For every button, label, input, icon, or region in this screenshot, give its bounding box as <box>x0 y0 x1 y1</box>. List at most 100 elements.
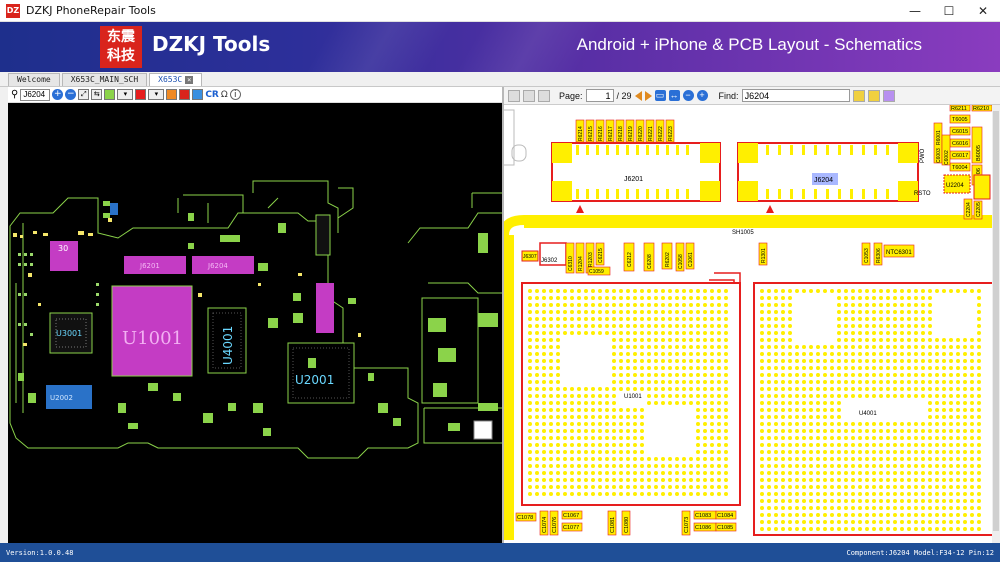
bga-ball <box>907 527 911 531</box>
bga-ball <box>689 457 693 461</box>
bga-ball <box>935 415 939 419</box>
cr-button[interactable]: CR <box>205 89 219 100</box>
scrollbar-thumb[interactable] <box>993 111 999 531</box>
bga-ball <box>809 415 813 419</box>
page-input[interactable] <box>585 89 614 102</box>
bga-ball <box>584 464 588 468</box>
bga-ball <box>633 296 637 300</box>
bga-ball <box>900 338 904 342</box>
bga-ball <box>956 373 960 377</box>
tab-schematic[interactable]: X653C_MAIN_SCH <box>61 73 148 86</box>
bga-ball <box>563 415 567 419</box>
layer-color-icon[interactable] <box>104 89 116 100</box>
net-icon[interactable] <box>166 89 178 100</box>
find-prev-icon[interactable] <box>852 89 865 102</box>
fit-view-icon[interactable]: ⤢ <box>78 89 90 100</box>
bga-ball <box>760 450 764 454</box>
bga-ball <box>809 478 813 482</box>
bga-ball <box>781 296 785 300</box>
minimize-button[interactable]: — <box>909 3 921 18</box>
fit-width-icon[interactable]: ↔ <box>668 90 680 101</box>
bga-ball <box>767 471 771 475</box>
bga-ball <box>907 436 911 440</box>
ohm-button[interactable]: Ω <box>220 89 228 100</box>
bga-ball <box>879 464 883 468</box>
bga-ball <box>830 345 834 349</box>
close-button[interactable]: ✕ <box>977 3 989 18</box>
sch-comp: R6001 <box>936 130 942 145</box>
info-icon[interactable]: i <box>229 89 241 100</box>
bga-ball <box>900 436 904 440</box>
bga-ball <box>605 415 609 419</box>
next-page-icon[interactable] <box>644 90 652 101</box>
highlight-icon[interactable] <box>882 89 895 102</box>
bga-ball <box>760 289 764 293</box>
bga-ball <box>682 380 686 384</box>
zoom-fit-icon[interactable] <box>523 89 535 102</box>
bga-ball <box>767 296 771 300</box>
bga-ball <box>879 506 883 510</box>
tab-pcb[interactable]: X653C× <box>149 73 203 86</box>
bga-ball <box>767 436 771 440</box>
color-dropdown-icon[interactable]: ▾ <box>117 89 134 100</box>
bga-ball <box>816 436 820 440</box>
flip-board-icon[interactable]: ⇆ <box>91 89 103 100</box>
bga-ball <box>570 478 574 482</box>
sch-label-u4001: U4001 <box>859 411 877 417</box>
bga-ball <box>949 380 953 384</box>
bga-ball <box>598 394 602 398</box>
prev-page-icon[interactable] <box>634 90 642 101</box>
bga-ball <box>570 394 574 398</box>
bga-ball <box>767 310 771 314</box>
bga-ball <box>584 387 588 391</box>
bga-ball <box>570 429 574 433</box>
maximize-button[interactable]: ☐ <box>943 3 955 18</box>
bga-ball <box>949 352 953 356</box>
bga-ball <box>535 492 539 496</box>
sch-zoom-out-icon[interactable]: − <box>682 90 694 101</box>
close-tab-icon[interactable]: × <box>185 76 194 84</box>
pcb-search-input[interactable]: J6204 <box>20 88 51 101</box>
bga-ball <box>598 492 602 496</box>
tab-welcome[interactable]: Welcome <box>8 73 60 86</box>
bga-ball <box>802 289 806 293</box>
bga-ball <box>921 422 925 426</box>
panel-splitter[interactable] <box>502 87 504 543</box>
bga-ball <box>598 436 602 440</box>
bga-ball <box>893 303 897 307</box>
bga-ball <box>584 415 588 419</box>
bga-ball <box>837 443 841 447</box>
fit-page-icon[interactable]: ▭ <box>654 90 666 101</box>
bga-ball <box>661 310 665 314</box>
rotate-icon[interactable] <box>538 89 550 102</box>
bga-ball <box>535 408 539 412</box>
pcb-viewer[interactable]: 30 U3001 U2002 U1001 U4001 U2001 J6201 J… <box>8 103 502 543</box>
sch-zoom-in-icon[interactable]: + <box>696 90 708 101</box>
bga-ball <box>774 394 778 398</box>
bga-ball <box>879 457 883 461</box>
bga-ball <box>640 303 644 307</box>
bga-ball <box>942 401 946 405</box>
bga-ball <box>956 464 960 468</box>
zoom-in-icon[interactable]: + <box>52 89 64 100</box>
bga-ball <box>605 436 609 440</box>
bga-ball <box>528 450 532 454</box>
zoom-out-icon[interactable]: − <box>65 89 77 100</box>
bga-ball <box>879 303 883 307</box>
bga-ball <box>977 520 981 524</box>
find-input[interactable] <box>741 89 850 102</box>
schematic-viewer[interactable]: J6201 J6204 R6214 R6215 R6216 R6217 R621… <box>504 105 1000 543</box>
open-icon[interactable] <box>508 89 520 102</box>
copy-icon[interactable] <box>192 89 204 100</box>
bga-ball <box>633 303 637 307</box>
sch-label-j6307: J6307 <box>523 254 537 260</box>
bga-ball <box>535 310 539 314</box>
find-next-icon[interactable] <box>867 89 880 102</box>
highlight-dropdown-icon[interactable]: ▾ <box>148 89 165 100</box>
bga-ball <box>844 506 848 510</box>
bga-ball <box>830 499 834 503</box>
highlight-color-icon[interactable] <box>135 89 147 100</box>
part-icon[interactable] <box>179 89 191 100</box>
bga-ball <box>591 450 595 454</box>
bga-ball <box>907 345 911 349</box>
